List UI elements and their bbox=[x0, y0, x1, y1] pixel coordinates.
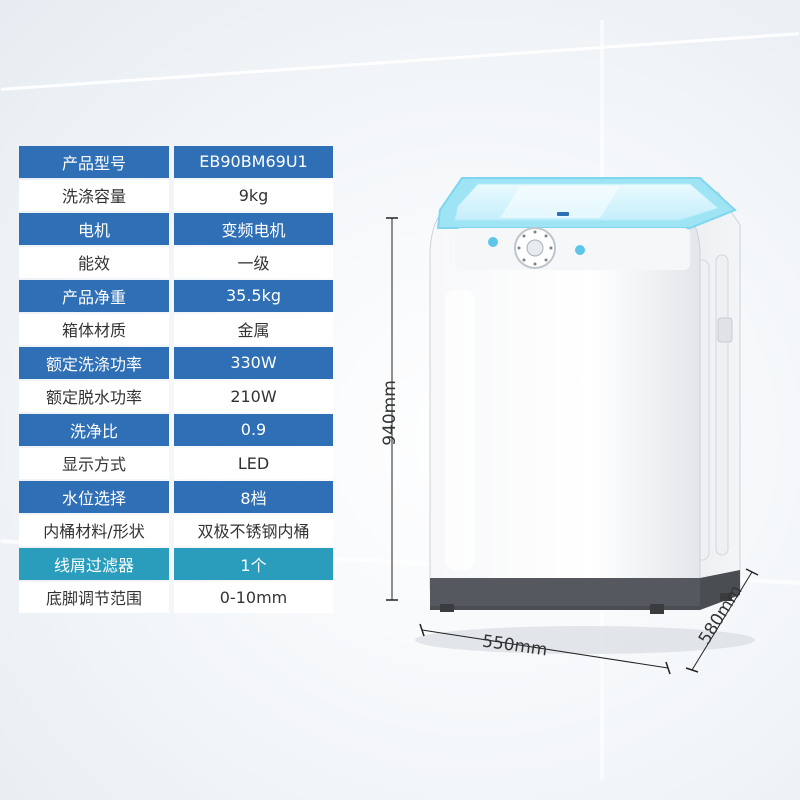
spec-label: 洗净比 bbox=[19, 414, 169, 446]
spec-value: 8档 bbox=[174, 481, 333, 513]
spec-value: 35.5kg bbox=[174, 280, 333, 312]
spec-value: LED bbox=[174, 447, 333, 479]
washing-machine-illustration bbox=[386, 177, 759, 675]
spec-value: 一级 bbox=[174, 246, 333, 278]
spec-value: 变频电机 bbox=[174, 213, 333, 245]
lid-reflection bbox=[500, 186, 620, 218]
spec-label: 显示方式 bbox=[19, 447, 169, 479]
spec-value: 9kg bbox=[174, 179, 333, 211]
front-highlight bbox=[445, 290, 475, 570]
spec-value: 330W bbox=[174, 347, 333, 379]
width-dimension-cap bbox=[665, 661, 671, 675]
depth-dimension-line bbox=[691, 571, 753, 671]
control-panel bbox=[455, 228, 690, 270]
background-streak bbox=[0, 32, 800, 91]
spec-row: 能效一级 bbox=[19, 246, 333, 278]
height-dimension-label: 940mm bbox=[379, 380, 400, 446]
spec-row: 箱体材质金属 bbox=[19, 313, 333, 345]
machine-foot bbox=[650, 604, 664, 614]
spec-label: 箱体材质 bbox=[19, 313, 169, 345]
brand-logo bbox=[557, 212, 569, 216]
side-rib bbox=[715, 254, 729, 556]
machine-foot bbox=[720, 593, 732, 601]
left-button-icon bbox=[488, 237, 498, 247]
side-handle bbox=[717, 317, 733, 343]
spec-value: 210W bbox=[174, 380, 333, 412]
spec-label: 额定脱水功率 bbox=[19, 380, 169, 412]
depth-dimension-cap bbox=[745, 568, 759, 576]
width-dimension-line bbox=[421, 629, 669, 669]
depth-dimension-cap bbox=[685, 667, 699, 673]
base-front bbox=[430, 578, 700, 606]
spec-label: 产品净重 bbox=[19, 280, 169, 312]
spec-label: 底脚调节范围 bbox=[19, 581, 169, 613]
spec-value: 0.9 bbox=[174, 414, 333, 446]
spec-row: 电机变频电机 bbox=[19, 213, 333, 245]
spec-label: 额定洗涤功率 bbox=[19, 347, 169, 379]
spec-value: 双极不锈钢内桶 bbox=[174, 514, 333, 546]
spec-label: 能效 bbox=[19, 246, 169, 278]
spec-label: 电机 bbox=[19, 213, 169, 245]
machine-foot bbox=[440, 604, 454, 612]
spec-value: 1个 bbox=[174, 548, 333, 580]
spec-value: 0-10mm bbox=[174, 581, 333, 613]
spec-value: 金属 bbox=[174, 313, 333, 345]
spec-label: 洗涤容量 bbox=[19, 179, 169, 211]
spec-label: 产品型号 bbox=[19, 146, 169, 178]
spec-label: 内桶材料/形状 bbox=[19, 514, 169, 546]
spec-label: 线屑过滤器 bbox=[19, 548, 169, 580]
right-button-icon bbox=[575, 245, 585, 255]
spec-label: 水位选择 bbox=[19, 481, 169, 513]
spec-row: 内桶材料/形状双极不锈钢内桶 bbox=[19, 514, 333, 546]
width-dimension-cap bbox=[419, 623, 425, 637]
spec-value: EB90BM69U1 bbox=[174, 146, 333, 178]
floor-shadow bbox=[415, 626, 755, 654]
dial-center-icon bbox=[526, 239, 544, 257]
dial-tick-marks bbox=[517, 230, 553, 266]
